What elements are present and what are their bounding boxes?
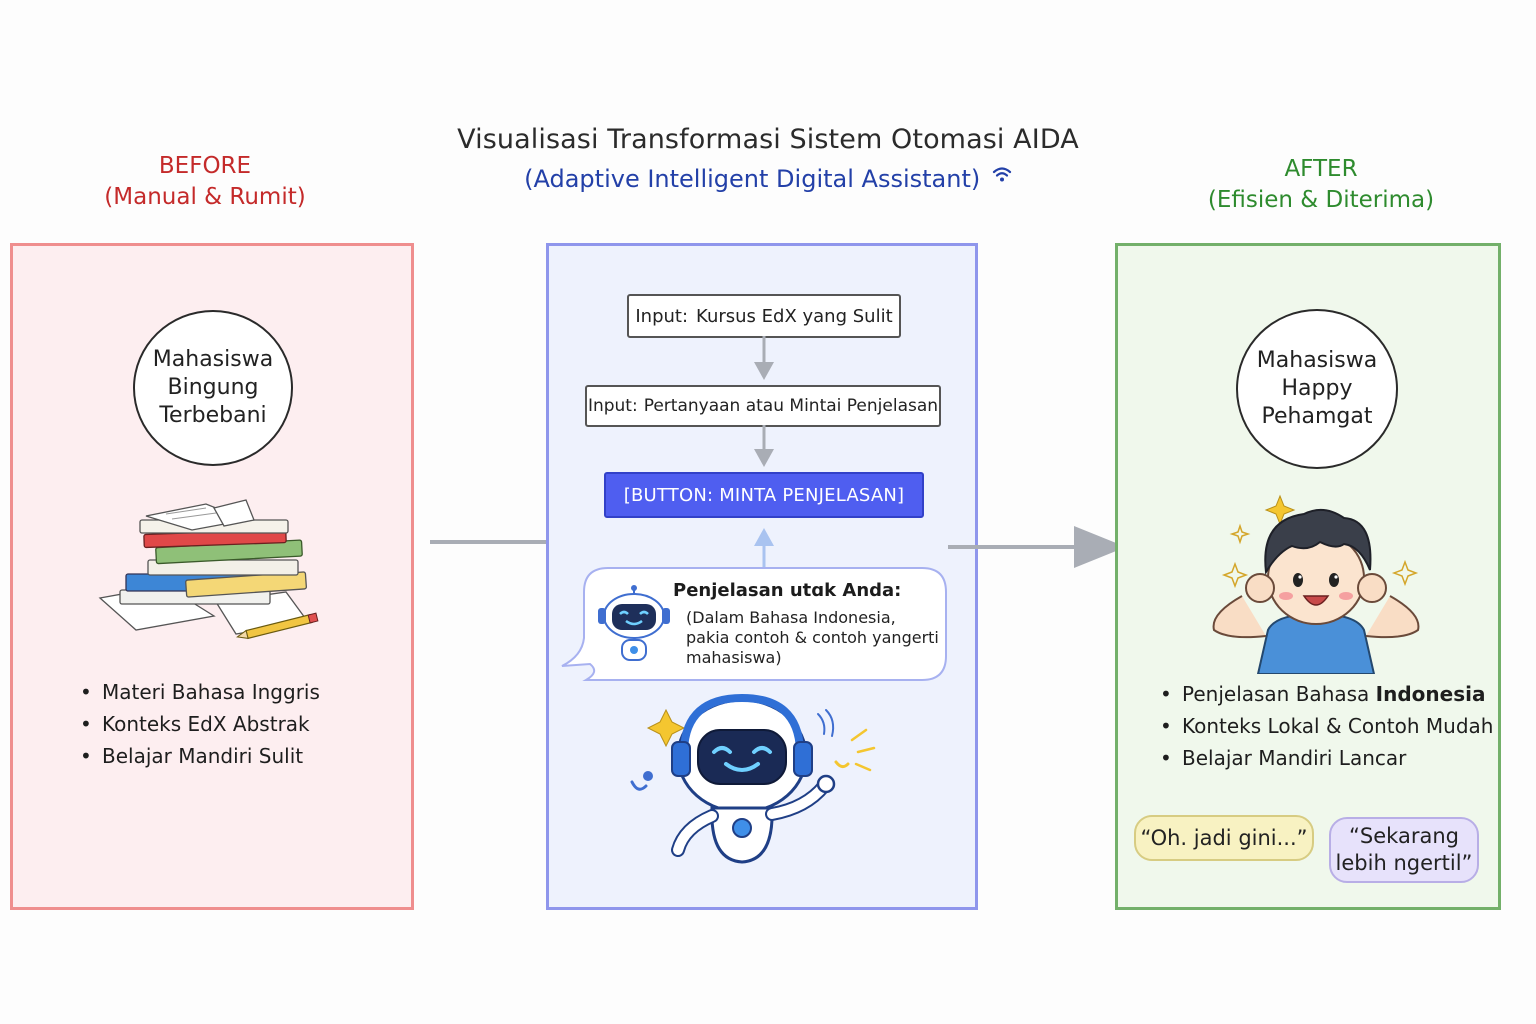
before-sublabel: (Manual & Rumit) — [104, 184, 306, 210]
list-item: Materi Bahasa Inggris — [80, 681, 320, 703]
bullet-text: Belajar Mandiri Lancar — [1182, 746, 1407, 770]
after-circle-line: Mahasiswa — [1256, 348, 1378, 373]
after-circle-line: Pehamgat — [1261, 404, 1373, 429]
page-title: Visualisasi Transformasi Sistem Otomasi … — [457, 124, 1079, 155]
quote-line: lebih ngertil” — [1335, 851, 1473, 875]
before-heading: BEFORE (Manual & Rumit) — [60, 151, 350, 213]
response-bubble — [561, 567, 947, 681]
response-line: pakia contoh & contoh yangerti — [686, 628, 939, 647]
robot-icon — [598, 585, 670, 661]
quote-bubble-purple: “Sekarang lebih ngertil” — [1329, 817, 1479, 883]
input-course-text: Kursus EdX yang Sulit — [696, 305, 893, 327]
list-item: Belajar Mandiri Sulit — [80, 745, 320, 767]
input-question-box: Input: Pertanyaan atau Mintai Penjelasan — [585, 385, 941, 427]
wifi-icon — [992, 167, 1011, 182]
quote-line: “Sekarang — [1349, 824, 1459, 848]
after-bullets: Penjelasan Bahasa Indonesia Konteks Loka… — [1160, 683, 1493, 779]
before-circle-line: Terbebani — [159, 403, 267, 428]
arrow-down-icon — [754, 336, 774, 380]
quote-bubble-yellow: “Oh. jadi gini...” — [1134, 815, 1314, 861]
input-prefix: Input: — [635, 305, 689, 327]
bullet-text: Penjelasan Bahasa — [1182, 682, 1376, 706]
list-item: Konteks Lokal & Contoh Mudah — [1160, 715, 1493, 737]
after-heading: AFTER (Efisien & Diterima) — [1176, 154, 1466, 216]
bullet-bold: Indonesia — [1375, 682, 1486, 706]
list-item: Belajar Mandiri Lancar — [1160, 747, 1493, 769]
robot-mascot-icon — [630, 693, 876, 864]
bullet-text: Konteks Lokal & Contoh Mudah — [1182, 714, 1494, 738]
list-item: Konteks EdX Abstrak — [80, 713, 320, 735]
input-question-text: Pertanyaan atau Mintai Penjelasan — [643, 396, 939, 416]
list-item: Penjelasan Bahasa Indonesia — [1160, 683, 1493, 705]
page-subtitle: (Adaptive Intelligent Digital Assistant) — [0, 165, 1536, 193]
input-prefix: Input: — [587, 396, 638, 416]
happy-boy-icon — [1212, 494, 1420, 674]
before-circle-line: Bingung — [167, 375, 259, 400]
before-label: BEFORE — [158, 153, 252, 179]
after-sublabel: (Efisien & Diterima) — [1207, 187, 1435, 213]
before-bullets: Materi Bahasa Inggris Konteks EdX Abstra… — [80, 681, 320, 777]
after-label: AFTER — [1284, 156, 1358, 182]
before-circle-line: Mahasiswa — [152, 347, 274, 372]
arrow-right-icon — [948, 526, 1126, 568]
response-body: (Dalam Bahasa Indonesia, pakia contoh & … — [686, 608, 939, 668]
minta-penjelasan-button[interactable]: [BUTTON: MINTA PENJELASAN] — [604, 472, 924, 518]
after-student-circle: Mahasiswa Happy Pehamgat — [1236, 309, 1398, 469]
response-title: Penjelasan utɑk Anda: — [673, 580, 902, 601]
before-student-circle: Mahasiswa Bingung Terbebani — [133, 310, 293, 466]
arrow-down-icon — [754, 425, 774, 467]
books-icon — [98, 499, 319, 640]
input-course-box: Input: Kursus EdX yang Sulit — [627, 294, 901, 338]
response-line: mahasiswa) — [686, 648, 782, 667]
response-line: (Dalam Bahasa Indonesia, — [686, 608, 896, 627]
subtitle-text: (Adaptive Intelligent Digital Assistant) — [524, 165, 981, 193]
after-circle-line: Happy — [1281, 376, 1353, 401]
arrow-up-icon — [754, 528, 774, 570]
